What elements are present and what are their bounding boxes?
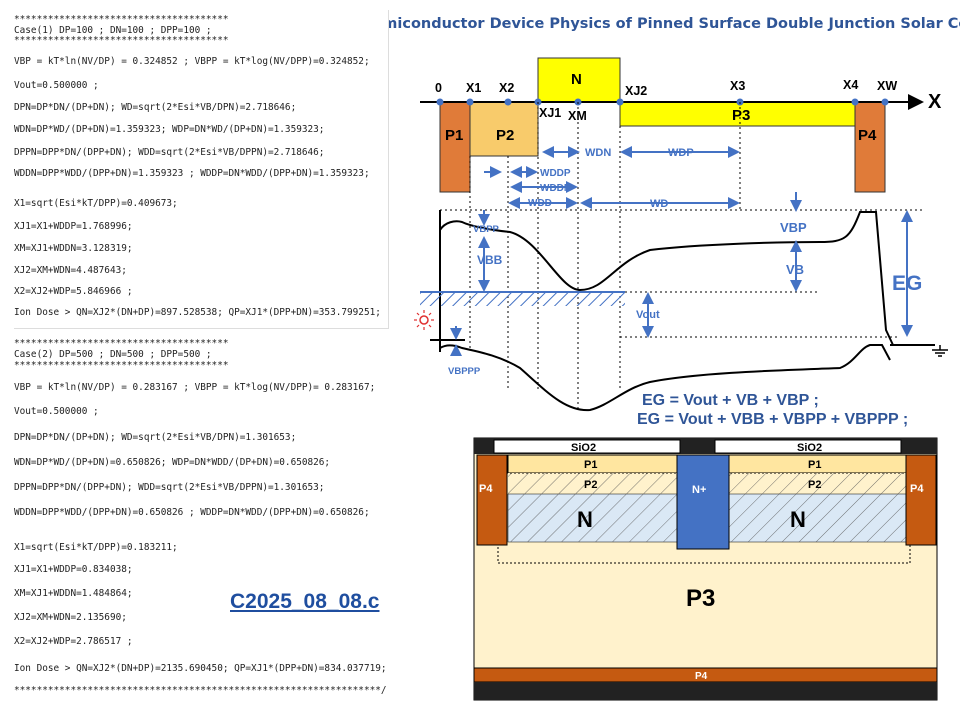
label-wdn: WDN: [585, 147, 611, 159]
label-cs-p4-right: P4: [910, 483, 924, 495]
case2-line: DPPN=DPP*DN/(DPP+DN); WDD=sqrt(2*Esi*VB/…: [14, 482, 325, 493]
case1-line: X2=XJ2+WDP=5.846966 ;: [14, 286, 133, 297]
case1-line: WDDN=DPP*WDD/(DPP+DN)=1.359323 ; WDDP=DN…: [14, 168, 370, 179]
case1-line: DPPN=DPP*DN/(DPP+DN); WDD=sqrt(2*Esi*VB/…: [14, 147, 325, 158]
conduction-band-curve: [439, 211, 894, 346]
case2-line: **************************************: [14, 338, 229, 349]
label-cs-p3: P3: [686, 585, 715, 612]
case2-line: Vout=0.500000 ;: [14, 406, 99, 417]
label-cs-p2-left: P2: [584, 479, 597, 491]
case2-line: XM=XJ1+WDDN=1.484864;: [14, 588, 133, 599]
label-wddn: WDDN: [540, 183, 571, 194]
tick-x2: X2: [499, 81, 514, 95]
axis-tick-dots: [436, 98, 889, 106]
equation-2: EG = Vout + VBB + VBPP + VBPPP ;: [637, 411, 909, 428]
case1-line: Case(1) DP=100 ; DN=100 ; DPP=100 ;: [14, 25, 212, 36]
width-arrows: [484, 146, 740, 209]
case1-line: **************************************: [14, 35, 229, 46]
case1-line: **************************************: [14, 14, 229, 25]
label-vb: VB: [786, 262, 804, 277]
case1-line: VBP = kT*ln(NV/DP) = 0.324852 ; VBPP = k…: [14, 56, 370, 67]
label-p2: P2: [496, 127, 514, 144]
label-wd: WD: [650, 198, 668, 210]
band-dotted-levels: [440, 209, 925, 338]
label-cs-n-left: N: [577, 507, 593, 532]
label-wdp: WDP: [668, 147, 694, 159]
label-vbpp: VBPP: [473, 224, 500, 235]
source-filename-link[interactable]: C2025_08_08.c: [230, 590, 380, 613]
label-cs-nplus: N+: [692, 484, 706, 496]
label-vbppp: VBPPP: [448, 366, 481, 377]
region-p4: [854, 101, 886, 193]
band-arrows: [450, 192, 913, 356]
case2-line: XJ1=X1+WDDP=0.834038;: [14, 564, 133, 575]
case2-line: DPN=DP*DN/(DP+DN); WD=sqrt(2*Esi*VB/DPN)…: [14, 432, 297, 443]
cross-section: [473, 437, 938, 701]
valence-band-curve: [439, 344, 891, 412]
case2-line: XJ2=XM+WDN=2.135690;: [14, 612, 127, 623]
tick-0: 0: [435, 81, 442, 95]
case2-line: ****************************************…: [14, 685, 387, 696]
label-wddp: WDDP: [540, 168, 571, 179]
case1-line: DPN=DP*DN/(DP+DN); WD=sqrt(2*Esi*VB/DPN)…: [14, 102, 297, 113]
label-cs-p2-right: P2: [808, 479, 821, 491]
label-cs-p1-right: P1: [808, 459, 821, 471]
label-eg: EG: [892, 272, 922, 295]
case2-line: Ion Dose > QN=XJ2*(DN+DP)=2135.690450; Q…: [14, 663, 387, 674]
label-cs-p1-left: P1: [584, 459, 597, 471]
case2-line: VBP = kT*ln(NV/DP) = 0.283167 ; VBPP = k…: [14, 382, 376, 393]
case2-line: X1=sqrt(Esi*kT/DPP)=0.183211;: [14, 542, 178, 553]
x-axis-label: X: [928, 91, 942, 113]
label-vbp: VBP: [780, 220, 807, 235]
case1-line: Ion Dose > QN=XJ2*(DN+DP)=897.528538; QP…: [14, 307, 381, 318]
label-cs-p4-bottom: P4: [695, 671, 708, 682]
tick-x4: X4: [843, 78, 858, 92]
label-sio2-right: SiO2: [797, 442, 822, 454]
tick-x1: X1: [466, 81, 481, 95]
label-vout: Vout: [636, 309, 660, 321]
tick-xm: XM: [568, 109, 587, 123]
case1-line: XM=XJ1+WDDN=3.128319;: [14, 243, 133, 254]
label-p4: P4: [858, 127, 877, 144]
case1-line: WDN=DP*WD/(DP+DN)=1.359323; WDP=DN*WD/(D…: [14, 124, 325, 135]
case2-line: X2=XJ2+WDP=2.786517 ;: [14, 636, 133, 647]
tick-x3: X3: [730, 79, 745, 93]
region-p1: [439, 101, 471, 193]
case1-line: Vout=0.500000 ;: [14, 80, 99, 91]
label-wdd: WDD: [528, 198, 552, 209]
case2-line: WDN=DP*WD/(DP+DN)=0.650826; WDP=DN*WDD/(…: [14, 457, 331, 468]
case2-line: Case(2) DP=500 ; DN=500 ; DPP=500 ;: [14, 349, 212, 360]
label-p3: P3: [732, 107, 750, 124]
label-p1: P1: [445, 127, 463, 144]
tick-xj1: XJ1: [539, 106, 561, 120]
label-sio2-left: SiO2: [571, 442, 596, 454]
ground-icon: [932, 345, 948, 357]
tick-xw: XW: [877, 79, 897, 93]
label-vbb: VBB: [477, 253, 503, 267]
case2-line: WDDN=DPP*WDD/(DPP+DN)=0.650826 ; WDDP=DN…: [14, 507, 370, 518]
case1-line: X1=sqrt(Esi*kT/DPP)=0.409673;: [14, 198, 178, 209]
label-n-region: N: [571, 71, 582, 88]
page-title: Semiconductor Device Physics of Pinned S…: [362, 16, 960, 32]
fermi-hatch: [420, 292, 625, 306]
case1-output-panel: **************************************Ca…: [14, 10, 389, 329]
case1-line: XJ1=X1+WDDP=1.768996;: [14, 221, 133, 232]
equation-1: EG = Vout + VB + VBP ;: [642, 392, 819, 409]
label-cs-p4-left: P4: [479, 483, 493, 495]
light-source-icon: [414, 310, 434, 330]
label-cs-n-right: N: [790, 507, 806, 532]
case1-line: XJ2=XM+WDN=4.487643;: [14, 265, 127, 276]
tick-xj2: XJ2: [625, 84, 647, 98]
case2-line: **************************************: [14, 360, 229, 371]
case2-output-panel: **************************************Ca…: [14, 336, 450, 704]
